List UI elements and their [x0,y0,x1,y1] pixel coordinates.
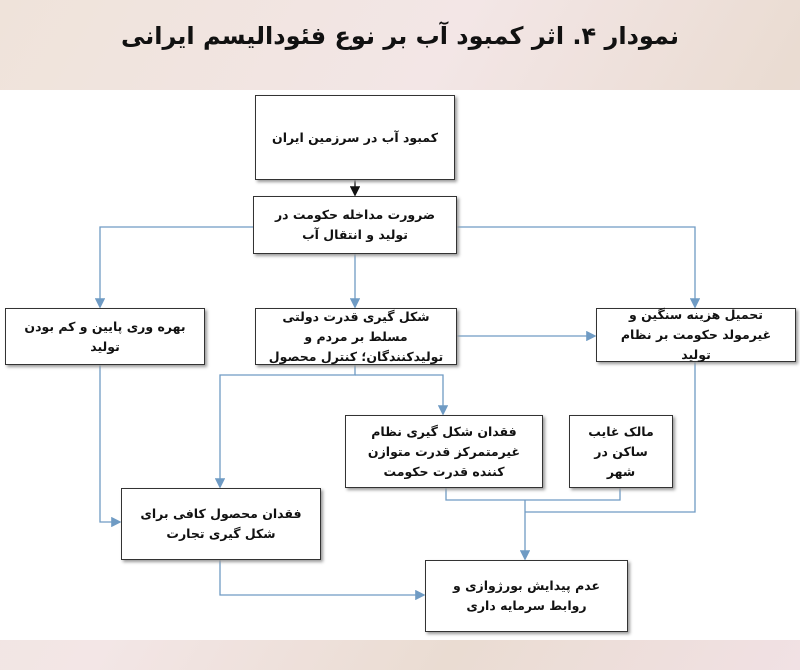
arrow-gov-to-productivity [94,226,253,309]
line-decentral-absentee [445,488,621,501]
node-state-power: شکل گیری قدرت دولتی مسلط بر مردم و تولید… [255,308,457,365]
diagram-title: نمودار ۴. اثر کمبود آب بر نوع فئودالیسم … [120,22,680,50]
node-low-productivity: بهره وری پایین و کم بودن تولید [5,308,205,365]
node-no-bourgeoisie: عدم پیدایش بورژوازی و روابط سرمایه داری [425,560,628,632]
arrow-surplus-to-bourgeoisie [219,560,426,601]
arrow-costs-to-bourgeoisie [525,362,696,513]
node-gov-intervention: ضرورت مداخله حکومت در تولید و انتقال آب [253,196,457,254]
arrow-gov-to-costs [457,226,701,309]
node-absentee-owner: مالک غایب ساکن در شهر [569,415,673,488]
arrow-state-to-decentral [355,374,449,416]
arrow-productivity-to-surplus [99,365,122,528]
node-no-decentralized: فقدان شکل گیری نظام غیرمتمرکز قدرت متواز… [345,415,543,488]
node-heavy-costs: تحمیل هزینه سنگین و غیرمولد حکومت بر نظا… [596,307,796,362]
node-water-shortage: کمبود آب در سرزمین ایران [255,95,455,180]
arrow-state-to-surplus [214,365,356,489]
node-no-surplus: فقدان محصول کافی برای شکل گیری تجارت [121,488,321,560]
